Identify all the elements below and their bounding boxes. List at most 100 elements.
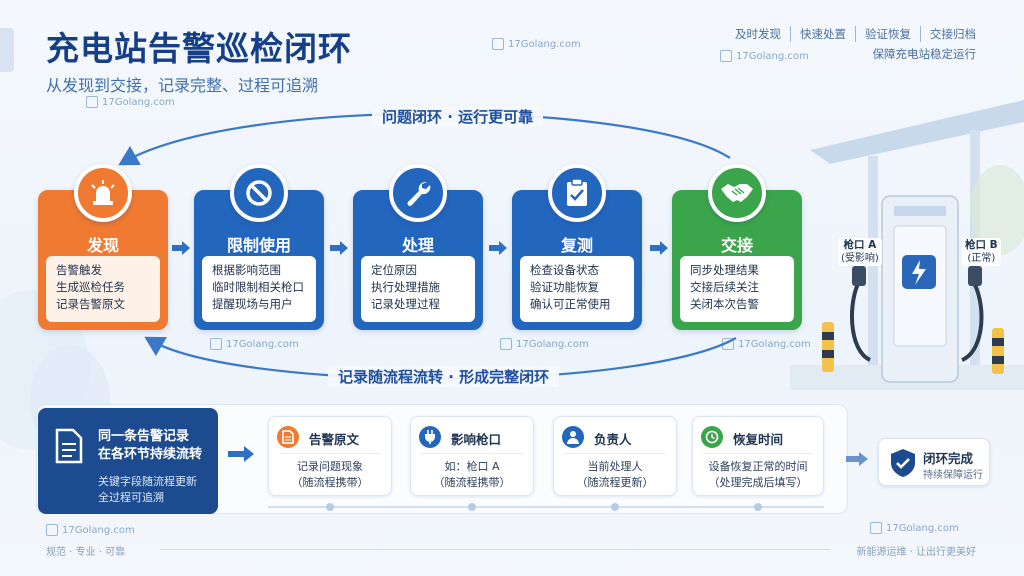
field-timeline — [268, 503, 824, 511]
stage-line: 执行处理措施 — [371, 280, 440, 294]
watermark: 17Golang.com — [210, 338, 299, 350]
field-desc: 当前处理人 — [587, 460, 643, 473]
stage-body: 根据影响范围 临时限制相关枪口 提醒现场与用户 — [202, 256, 316, 322]
done-subtitle: 持续保障运行 — [923, 470, 983, 481]
record-desc-line: 全过程可追溯 — [98, 491, 164, 504]
tagline: 及时发现 快速处置 验证恢复 交接归档 — [726, 26, 976, 42]
watermark-logo-icon — [720, 50, 732, 62]
loop-bottom-label: 记录随流程流转 · 形成完整闭环 — [328, 366, 560, 387]
watermark-logo-icon — [492, 38, 504, 50]
footer-left-text: 规范 · 专业 · 可靠 — [46, 547, 126, 558]
stage-line: 确认可正常使用 — [530, 297, 611, 311]
watermark-logo-icon — [870, 522, 882, 534]
loop-complete-card: 闭环完成 持续保障运行 — [878, 438, 990, 486]
record-desc-line: 关键字段随流程更新 — [98, 475, 197, 488]
stage-name: 交接 — [720, 236, 753, 255]
field-desc-note: （随流程更新） — [576, 476, 654, 489]
watermark-logo-icon — [46, 524, 58, 536]
stage-line: 定位原因 — [371, 263, 417, 277]
stage-line: 交接后续关注 — [690, 280, 759, 294]
page-title: 充电站告警巡检闭环 — [46, 29, 352, 68]
field-title: 负责人 — [594, 432, 632, 447]
port-a-label: 枪口 A (受影响) — [838, 238, 882, 266]
person-icon — [562, 426, 584, 448]
stage-line: 生成巡检任务 — [56, 280, 125, 294]
watermark: 17Golang.com — [492, 38, 581, 50]
record-document-icon — [55, 428, 83, 464]
flow-arrow-icon — [330, 241, 348, 255]
field-card-alarm-text: 告警原文 记录问题现象 （随流程携带） — [268, 416, 392, 496]
clock-icon — [701, 426, 723, 448]
stage-line: 告警触发 — [56, 263, 102, 277]
record-flow-arrow-icon — [228, 446, 254, 462]
alarm-record-box: 同一条告警记录 在各环节持续流转 关键字段随流程更新 全过程可追溯 — [38, 408, 218, 514]
flow-arrow-icon — [172, 241, 190, 255]
plug-icon — [419, 426, 441, 448]
stage-line: 根据影响范围 — [212, 263, 281, 277]
watermark-logo-icon — [500, 338, 512, 350]
wrench-icon — [389, 164, 447, 222]
field-title: 影响枪口 — [451, 432, 502, 447]
stage-line: 验证功能恢复 — [530, 280, 599, 294]
tagline-item: 交接归档 — [930, 27, 976, 41]
field-desc: 设备恢复正常的时间 — [708, 460, 808, 473]
stage-body: 检查设备状态 验证功能恢复 确认可正常使用 — [520, 256, 634, 322]
stage-name: 复测 — [560, 236, 593, 255]
stage-line: 关闭本次告警 — [690, 297, 759, 311]
port-b-label: 枪口 B (正常) — [962, 238, 1001, 266]
stage-line: 记录告警原文 — [56, 297, 125, 311]
done-title: 闭环完成 — [923, 451, 974, 466]
stage-body: 定位原因 执行处理措施 记录处理过程 — [361, 256, 475, 322]
tagline-secondary: 保障充电站稳定运行 — [872, 47, 977, 61]
field-title: 告警原文 — [309, 432, 360, 447]
port-b-status: (正常) — [967, 253, 996, 264]
shield-check-icon — [891, 449, 915, 477]
field-desc: 如：枪口 A — [444, 460, 500, 473]
field-desc-note: （随流程携带） — [291, 476, 369, 489]
footer-right-text: 新能源运维 · 让出行更美好 — [856, 547, 976, 558]
stage-name: 处理 — [401, 236, 434, 255]
footer-divider — [160, 549, 830, 550]
port-b-name: 枪口 B — [965, 239, 998, 251]
field-desc-note: （随流程携带） — [433, 476, 511, 489]
field-card-recovery-time: 恢复时间 设备恢复正常的时间 （处理完成后填写） — [692, 416, 824, 496]
flow-arrow-icon — [650, 241, 668, 255]
port-a-name: 枪口 A — [843, 239, 877, 251]
stage-line: 检查设备状态 — [530, 263, 599, 277]
watermark: 17Golang.com — [870, 522, 959, 534]
stage-line: 同步处理结果 — [690, 263, 759, 277]
field-desc: 记录问题现象 — [297, 460, 363, 473]
field-card-affected-port: 影响枪口 如：枪口 A （随流程携带） — [410, 416, 534, 496]
stage-body: 同步处理结果 交接后续关注 关闭本次告警 — [680, 256, 794, 322]
tagline-item: 及时发现 — [726, 26, 791, 42]
watermark: 17Golang.com — [500, 338, 589, 350]
record-title-line: 同一条告警记录 — [98, 429, 190, 444]
prohibited-icon — [230, 164, 288, 222]
tagline-item: 快速处置 — [791, 26, 856, 42]
stage-name: 发现 — [86, 236, 119, 255]
watermark: 17Golang.com — [720, 50, 809, 62]
stage-line: 临时限制相关枪口 — [212, 280, 304, 294]
handshake-icon — [708, 164, 766, 222]
stage-card-discover: 发现 告警触发 生成巡检任务 记录告警原文 — [38, 190, 168, 330]
document-icon — [277, 426, 299, 448]
watermark-logo-icon — [86, 96, 98, 108]
watermark-logo-icon — [210, 338, 222, 350]
field-desc-note: （处理完成后填写） — [708, 476, 808, 489]
stage-name: 限制使用 — [226, 236, 291, 255]
charging-station-illustration — [790, 100, 1024, 390]
watermark: 17Golang.com — [46, 524, 135, 536]
port-a-status: (受影响) — [841, 253, 879, 264]
tagline-item: 验证恢复 — [856, 26, 921, 42]
loop-top-label: 问题闭环 · 运行更可靠 — [372, 106, 544, 127]
record-title-line: 在各环节持续流转 — [98, 447, 203, 462]
stage-line: 记录处理过程 — [371, 297, 440, 311]
field-card-owner: 负责人 当前处理人 （随流程更新） — [553, 416, 677, 496]
page-subtitle: 从发现到交接，记录完整、过程可追溯 — [46, 76, 319, 95]
clipboard-check-icon — [548, 164, 606, 222]
stage-line: 提醒现场与用户 — [212, 297, 293, 311]
field-title: 恢复时间 — [733, 432, 784, 447]
stage-card-handle: 处理 定位原因 执行处理措施 记录处理过程 — [353, 190, 483, 330]
left-accent-bar — [0, 28, 14, 72]
stage-body: 告警触发 生成巡检任务 记录告警原文 — [46, 256, 160, 322]
